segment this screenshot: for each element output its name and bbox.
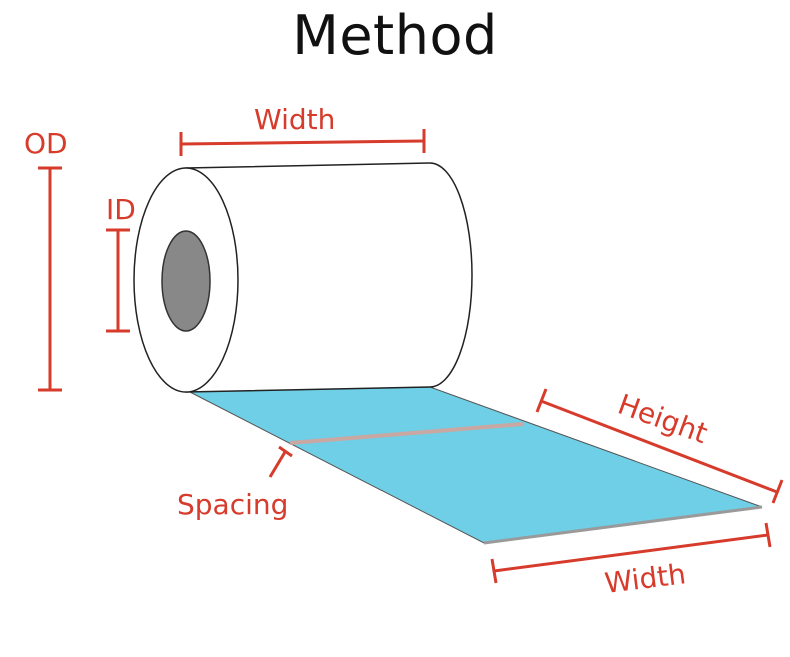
label-spacing-gap	[289, 422, 524, 445]
id-dimension	[106, 228, 130, 333]
od-label: OD	[24, 127, 68, 160]
width-top-label: Width	[254, 103, 335, 136]
width-bottom-label: Width	[603, 557, 688, 600]
roll-core	[161, 230, 211, 332]
width-bottom-dimension	[490, 522, 772, 584]
strip-edge	[483, 505, 763, 545]
spacing-pointer	[268, 445, 293, 478]
spacing-label: Spacing	[177, 488, 288, 521]
height-dimension	[535, 388, 784, 504]
od-dimension	[38, 166, 62, 392]
roll-body	[185, 162, 473, 393]
page-title: Method	[292, 4, 498, 67]
id-label: ID	[106, 193, 136, 226]
height-label: Height	[614, 388, 712, 451]
width-top-dimension	[179, 129, 426, 156]
